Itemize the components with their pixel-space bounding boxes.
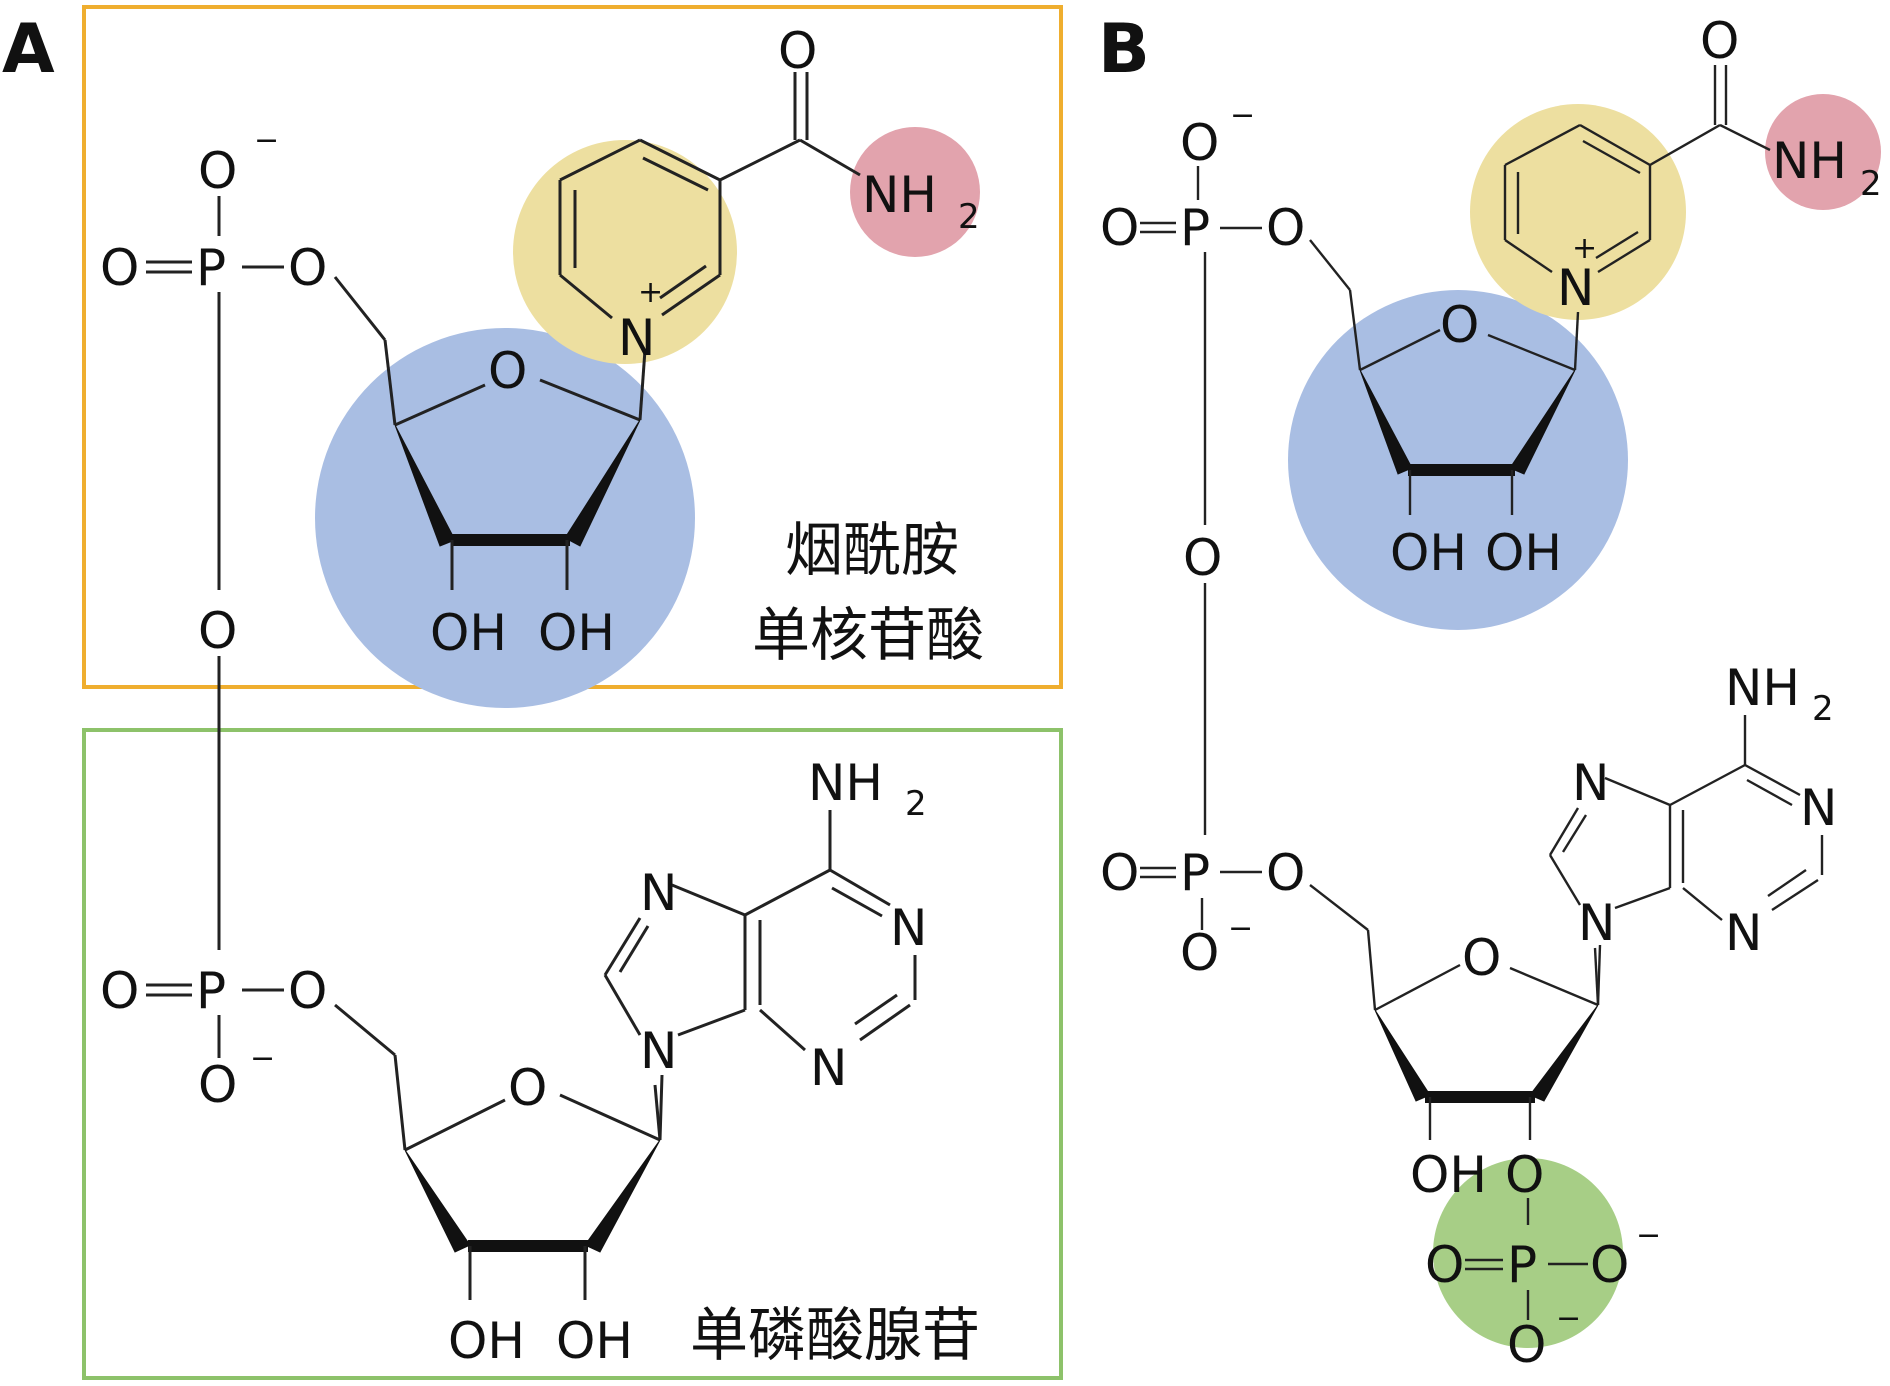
charge-minus: − [1228,911,1253,946]
atom-n: N [1800,779,1837,837]
hydroxyl: OH [556,1312,633,1370]
ring-o: O [1440,296,1479,354]
atom-o-bridge: O [198,602,237,660]
atom-n: N [890,899,927,957]
amide-highlight-a [850,127,980,257]
atom-o: O [198,142,237,200]
hydroxyl: OH [430,604,507,662]
atom-o: O [778,22,817,80]
atom-o: O [1266,844,1305,902]
ring-n-plus: N [618,309,655,367]
amide-nh: NH [862,166,937,224]
atom-o: O [198,1056,237,1114]
pyridinium-highlight-a [513,140,737,364]
charge-minus: − [254,123,279,158]
panel-b: B O − O P O O O P O O − O [1098,10,1882,1374]
atom-n: N [640,864,677,922]
atom-o: O [1266,199,1305,257]
pyridinium-highlight-b [1470,104,1686,320]
subscript: 2 [1860,164,1882,204]
subscript: 2 [958,197,980,237]
hydroxyl: OH [448,1312,525,1370]
atom-n: N [810,1039,847,1097]
atom-o: O [288,239,327,297]
hydroxyl: OH [538,604,615,662]
charge-plus: + [1572,231,1597,266]
atom-o: O [1180,924,1219,982]
ring-o: O [508,1059,547,1117]
subscript: 2 [905,784,927,824]
hydroxyl: OH [1390,524,1467,582]
phosphate-highlight-b [1433,1158,1623,1348]
atom-n: N [640,1022,677,1080]
atom-o: O [288,962,327,1020]
atom-o: O [1100,844,1139,902]
atom-p: P [196,239,226,297]
nmn-label-line2: 单核苷酸 [752,601,984,669]
amide-nh: NH [1772,132,1847,190]
atom-o: O [100,239,139,297]
charge-minus: − [250,1041,275,1076]
atom-o: O [1180,114,1219,172]
charge-minus: − [1230,98,1255,133]
amide-highlight-b [1765,94,1881,210]
atom-o-bridge: O [1183,529,1222,587]
atom-p: P [1180,844,1210,902]
atom-o: O [1505,1146,1544,1204]
ring-o: O [488,342,527,400]
amp-label: 单磷酸腺苷 [690,1301,980,1369]
ribose-highlight-b [1288,290,1628,630]
panel-a: A O − O P O O O P O O − [2,5,1063,1380]
atom-n: N [1725,904,1762,962]
amp-box [82,728,1063,1380]
atom-p: P [1180,199,1210,257]
panel-a-label: A [2,10,55,89]
ring-n-plus: N [1557,259,1594,317]
charge-minus: − [1556,1301,1581,1336]
atom-p: P [196,962,226,1020]
atom-o: O [1700,12,1739,70]
atom-n: N [1578,894,1615,952]
atom-n: N [1572,754,1609,812]
atom-o: O [1590,1236,1629,1294]
charge-plus: + [638,275,663,310]
amine-nh: NH [808,754,883,812]
hydroxyl: OH [1485,524,1562,582]
amine-nh: NH [1725,659,1800,717]
nmn-label-line1: 烟酰胺 [785,516,959,584]
ring-o: O [1462,929,1501,987]
hydroxyl: OH [1410,1146,1487,1204]
atom-o: O [100,962,139,1020]
atom-p: P [1507,1236,1537,1294]
panel-b-label: B [1098,10,1150,89]
atom-o: O [1100,199,1139,257]
atom-o: O [1425,1236,1464,1294]
atom-o: O [1507,1316,1546,1374]
subscript: 2 [1812,689,1834,729]
charge-minus: − [1636,1218,1661,1253]
ribose-highlight-a [315,328,695,708]
